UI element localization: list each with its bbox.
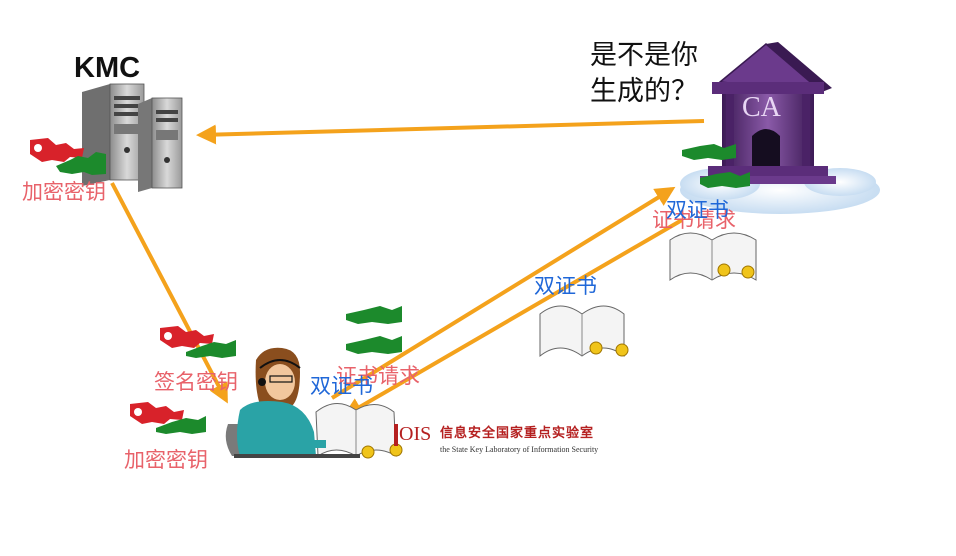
middle-dual-cert-label: 双证书 xyxy=(534,274,597,298)
arrow-ca-to-user xyxy=(342,218,684,418)
kmc-green-key-icon xyxy=(56,152,106,175)
ca-question-line1: 是不是你 xyxy=(590,40,698,71)
kmc-red-key-icon xyxy=(30,138,84,162)
user-sign-key-label: 签名密钥 xyxy=(154,370,238,394)
user-enc-key-label: 加密密钥 xyxy=(124,448,208,472)
arrow-ca-to-kmc xyxy=(196,119,705,145)
ca-cert-request-label: 证书请求 xyxy=(652,208,736,232)
user-dual-cert-label: 双证书 xyxy=(310,374,373,398)
request-green-key-icon xyxy=(346,306,402,354)
ca-building-text: CA xyxy=(742,92,782,123)
user-operator-icon xyxy=(225,347,360,458)
ca-dual-cert-label: 双证书 xyxy=(666,198,729,222)
lab-logo-text: OIS xyxy=(399,423,432,445)
kmc-server-icon xyxy=(82,83,183,192)
ca-question-line2: 生成的？ xyxy=(590,76,698,107)
user-enc-key-icon xyxy=(130,402,206,434)
kmc-title: KMC xyxy=(74,52,141,84)
lab-logo-icon xyxy=(394,424,398,446)
arrows xyxy=(110,119,705,418)
ca-building-icon xyxy=(680,42,880,214)
arrow-kmc-to-user xyxy=(110,182,228,404)
middle-cert-document-icon xyxy=(539,305,629,358)
arrow-user-to-ca xyxy=(330,186,676,400)
ca-green-key-icon xyxy=(682,144,750,188)
lab-name-en: the State Key Laboratory of Information … xyxy=(440,445,599,454)
ca-cert-document-icon xyxy=(669,232,757,281)
lab-name-cn: 信息安全国家重点实验室 xyxy=(440,426,595,441)
user-cert-document-icon xyxy=(315,403,403,459)
user-cert-request-label: 证书请求 xyxy=(336,364,420,388)
user-sign-key-icon xyxy=(160,326,236,358)
kmc-enc-key-label: 加密密钥 xyxy=(22,180,106,204)
